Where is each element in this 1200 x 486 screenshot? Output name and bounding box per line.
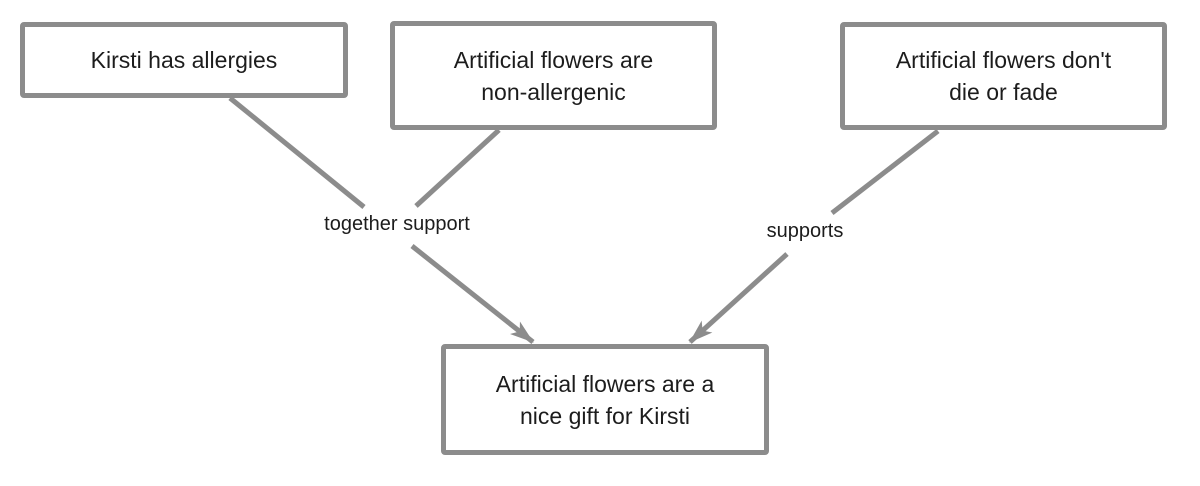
premise-box-non-allergenic[interactable]: Artificial flowers are non-allergenic (390, 21, 717, 130)
edge-label-supports: supports (762, 220, 848, 242)
edge-premise3-to-label (830, 129, 940, 215)
premise-text: Kirsti has allergies (90, 47, 278, 73)
premise-box-dont-die-or-fade[interactable]: Artificial flowers don't die or fade (840, 22, 1167, 130)
edge-junction-to-conclusion-arrow (410, 244, 535, 344)
premise-text: Artificial flowers are non-allergenic (453, 46, 654, 105)
conclusion-box-nice-gift[interactable]: Artificial flowers are a nice gift for K… (441, 344, 769, 455)
edge-premise1-to-junction (228, 96, 366, 209)
premise-box-kirsti-allergies[interactable]: Kirsti has allergies (20, 22, 348, 98)
edge-label-together-support: together support (320, 213, 474, 235)
edge-label-to-conclusion-arrow (688, 252, 789, 344)
conclusion-text: Artificial flowers are a nice gift for K… (495, 370, 715, 429)
edge-premise2-to-junction (414, 128, 501, 208)
premise-text: Artificial flowers don't die or fade (895, 47, 1112, 105)
